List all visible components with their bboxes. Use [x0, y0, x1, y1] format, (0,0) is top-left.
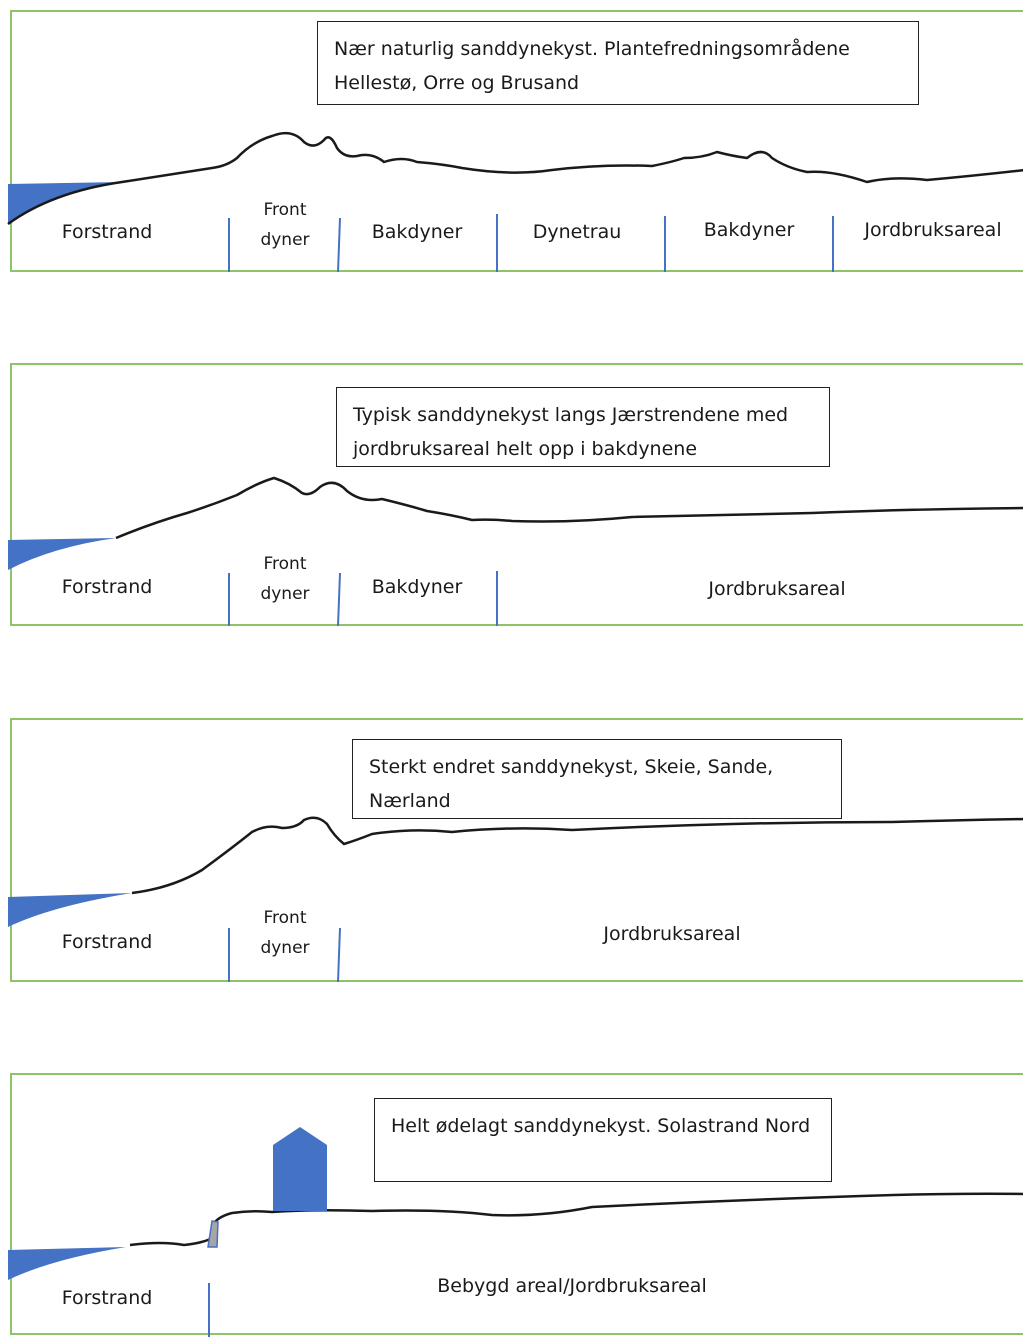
zone-label-bakdyner: Bakdyner — [703, 219, 795, 241]
caption-text: Nær naturlig sanddynekyst. Plantefrednin… — [334, 38, 850, 94]
profile-drawing-1 — [7, 131, 1023, 273]
zone-label-bebygd-areal: Bebygd areal/Jordbruksareal — [437, 1275, 707, 1297]
zone-label-dynetrau: Dynetrau — [532, 221, 622, 243]
sea-water — [8, 182, 122, 224]
caption-text: Typisk sanddynekyst langs Jærstrendene m… — [353, 404, 789, 460]
caption-box: Nær naturlig sanddynekyst. Plantefrednin… — [317, 21, 919, 105]
zone-label-bakdyner: Bakdyner — [371, 576, 463, 598]
sea-wall — [207, 1220, 219, 1248]
caption-box: Typisk sanddynekyst langs Jærstrendene m… — [336, 387, 830, 467]
profile-panel-3: Sterkt endret sanddynekyst, Skeie, Sande… — [8, 718, 1023, 983]
profile-drawing-3 — [8, 816, 1023, 983]
terrain-line — [7, 131, 1023, 226]
zone-label-forstrand: Forstrand — [61, 221, 153, 243]
zone-label-jordbruksareal: Jordbruksareal — [864, 219, 1002, 241]
zone-label-front-dyner: Front dyner — [260, 908, 310, 958]
building — [273, 1127, 327, 1211]
profile-drawing-4 — [8, 1127, 1023, 1337]
caption-text: Helt ødelagt sanddynekyst. Solastrand No… — [391, 1115, 811, 1137]
zone-divider — [337, 927, 341, 983]
zone-label-jordbruksareal: Jordbruksareal — [603, 923, 741, 945]
profile-drawing-2 — [8, 476, 1023, 627]
terrain-line — [131, 816, 1023, 895]
zone-label-front-dyner: Front dyner — [260, 554, 310, 604]
zone-label-jordbruksareal: Jordbruksareal — [708, 578, 846, 600]
profile-panel-2: Typisk sanddynekyst langs Jærstrendene m… — [8, 363, 1023, 627]
profile-panel-4: Helt ødelagt sanddynekyst. Solastrand No… — [8, 1073, 1023, 1337]
zone-label-bakdyner: Bakdyner — [371, 221, 463, 243]
caption-box: Sterkt endret sanddynekyst, Skeie, Sande… — [352, 739, 842, 819]
zone-label-front-dyner: Front dyner — [260, 200, 310, 250]
zone-label-forstrand: Forstrand — [61, 931, 153, 953]
zone-divider — [337, 217, 341, 273]
caption-text: Sterkt endret sanddynekyst, Skeie, Sande… — [369, 756, 774, 812]
terrain-line — [129, 1192, 1023, 1247]
terrain-line — [115, 476, 1023, 540]
sea-water — [8, 1247, 126, 1280]
profile-panel-1: Nær naturlig sanddynekyst. Plantefrednin… — [7, 10, 1023, 273]
zone-label-forstrand: Forstrand — [61, 576, 153, 598]
sea-water — [8, 538, 116, 570]
sea-water — [8, 893, 132, 927]
zone-label-forstrand: Forstrand — [61, 1287, 153, 1309]
caption-box: Helt ødelagt sanddynekyst. Solastrand No… — [374, 1098, 832, 1182]
zone-divider — [337, 572, 341, 627]
